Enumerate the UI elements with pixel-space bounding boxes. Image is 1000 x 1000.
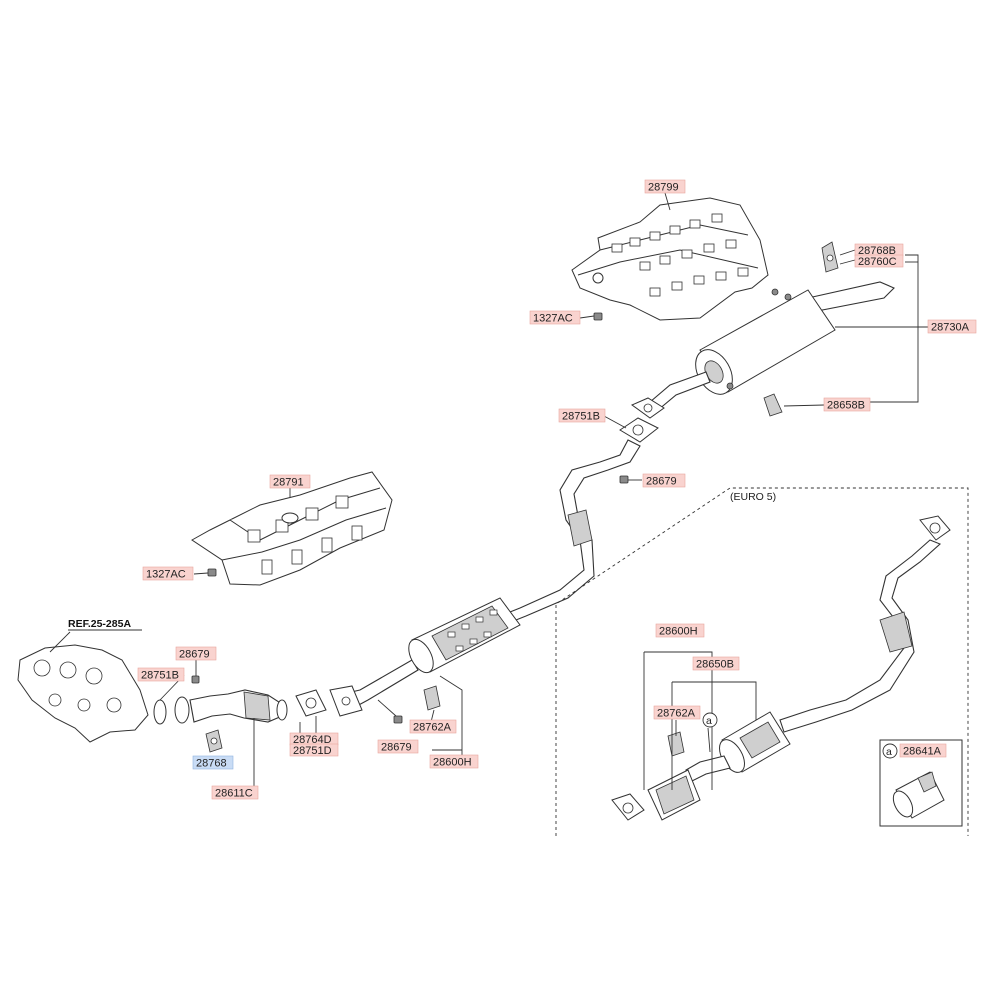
label-28600h-center[interactable]: 28600H (429, 754, 479, 769)
center-nut-icon (619, 475, 629, 484)
front-pipe-nut-icon (191, 675, 200, 684)
svg-text:28679: 28679 (381, 742, 412, 754)
svg-text:28600H: 28600H (433, 757, 472, 769)
svg-text:28658B: 28658B (827, 400, 865, 412)
leader-lines (49, 192, 928, 793)
ref-engine: REF.25-285A (68, 618, 142, 631)
front-pipe (189, 689, 288, 753)
svg-text:28641A: 28641A (903, 746, 942, 758)
svg-text:28791: 28791 (273, 477, 304, 489)
center-muffler (329, 597, 521, 717)
label-28791[interactable]: 28791 (269, 474, 311, 489)
svg-text:a: a (706, 715, 712, 727)
svg-text:28751B: 28751B (141, 670, 179, 682)
euro5-exhaust (611, 515, 951, 821)
label-28751d[interactable]: 28751D (289, 743, 339, 757)
label-28751b-center[interactable]: 28751B (558, 408, 606, 423)
svg-text:28762A: 28762A (657, 708, 696, 720)
label-28768b[interactable]: 28768B (854, 243, 904, 257)
label-28650b[interactable]: 28650B (692, 656, 740, 671)
svg-text:28730A: 28730A (931, 322, 970, 334)
label-1327ac-front[interactable]: 1327AC (142, 566, 194, 581)
svg-text:28751D: 28751D (293, 745, 332, 757)
rear-muffler (649, 241, 895, 417)
svg-text:REF.25-285A: REF.25-285A (68, 618, 131, 630)
label-28799[interactable]: 28799 (644, 179, 686, 194)
svg-text:28799: 28799 (648, 182, 679, 194)
rear-nut-icon (593, 312, 603, 321)
mid-nut-icon (393, 715, 403, 724)
svg-text:28679: 28679 (646, 476, 677, 488)
svg-text:28611C: 28611C (215, 788, 253, 800)
svg-text:1327AC: 1327AC (146, 569, 186, 581)
label-28611c[interactable]: 28611C (211, 785, 259, 800)
intermediate-pipe (509, 439, 641, 621)
label-28600h-euro[interactable]: 28600H (655, 623, 705, 638)
front-heat-protector (191, 471, 393, 586)
label-28679-mid[interactable]: 28679 (377, 739, 419, 754)
label-28658b[interactable]: 28658B (823, 397, 871, 412)
svg-text:28768B: 28768B (858, 245, 896, 257)
svg-text:28764D: 28764D (293, 734, 332, 746)
mid-gasket (295, 689, 327, 717)
label-28764d[interactable]: 28764D (289, 732, 339, 746)
label-28679-center[interactable]: 28679 (642, 473, 686, 488)
inset-marker-box: a (882, 743, 898, 759)
front-gasket-ring-2 (174, 696, 190, 724)
svg-text:28679: 28679 (179, 649, 210, 661)
clamp-icon (892, 771, 945, 819)
label-28730a[interactable]: 28730A (927, 319, 977, 334)
label-28760c[interactable]: 28760C (854, 254, 904, 268)
label-28762a-euro[interactable]: 28762A (653, 705, 701, 720)
label-28641a[interactable]: 28641A (899, 743, 947, 758)
svg-text:28751B: 28751B (562, 411, 600, 423)
front-gasket-ring (153, 699, 167, 725)
euro5-note: (EURO 5) (730, 491, 776, 503)
svg-text:28762A: 28762A (413, 722, 452, 734)
exhaust-manifold (17, 644, 149, 743)
svg-text:1327AC: 1327AC (533, 313, 573, 325)
label-28751b-front[interactable]: 28751B (137, 667, 185, 682)
svg-text:28768: 28768 (196, 758, 227, 770)
front-nut-icon (207, 568, 217, 577)
label-28679-front-pipe[interactable]: 28679 (175, 646, 217, 661)
svg-text:28650B: 28650B (696, 659, 734, 671)
label-28768[interactable]: 28768 (192, 755, 234, 770)
svg-text:28600H: 28600H (659, 626, 698, 638)
svg-text:28760C: 28760C (858, 256, 897, 268)
label-28762a-mid[interactable]: 28762A (409, 719, 457, 734)
rear-heat-protector (571, 197, 769, 321)
center-gasket (619, 397, 665, 443)
inset-marker-main: a (702, 712, 718, 728)
label-1327ac-rear[interactable]: 1327AC (529, 310, 581, 325)
svg-text:a: a (886, 746, 892, 758)
